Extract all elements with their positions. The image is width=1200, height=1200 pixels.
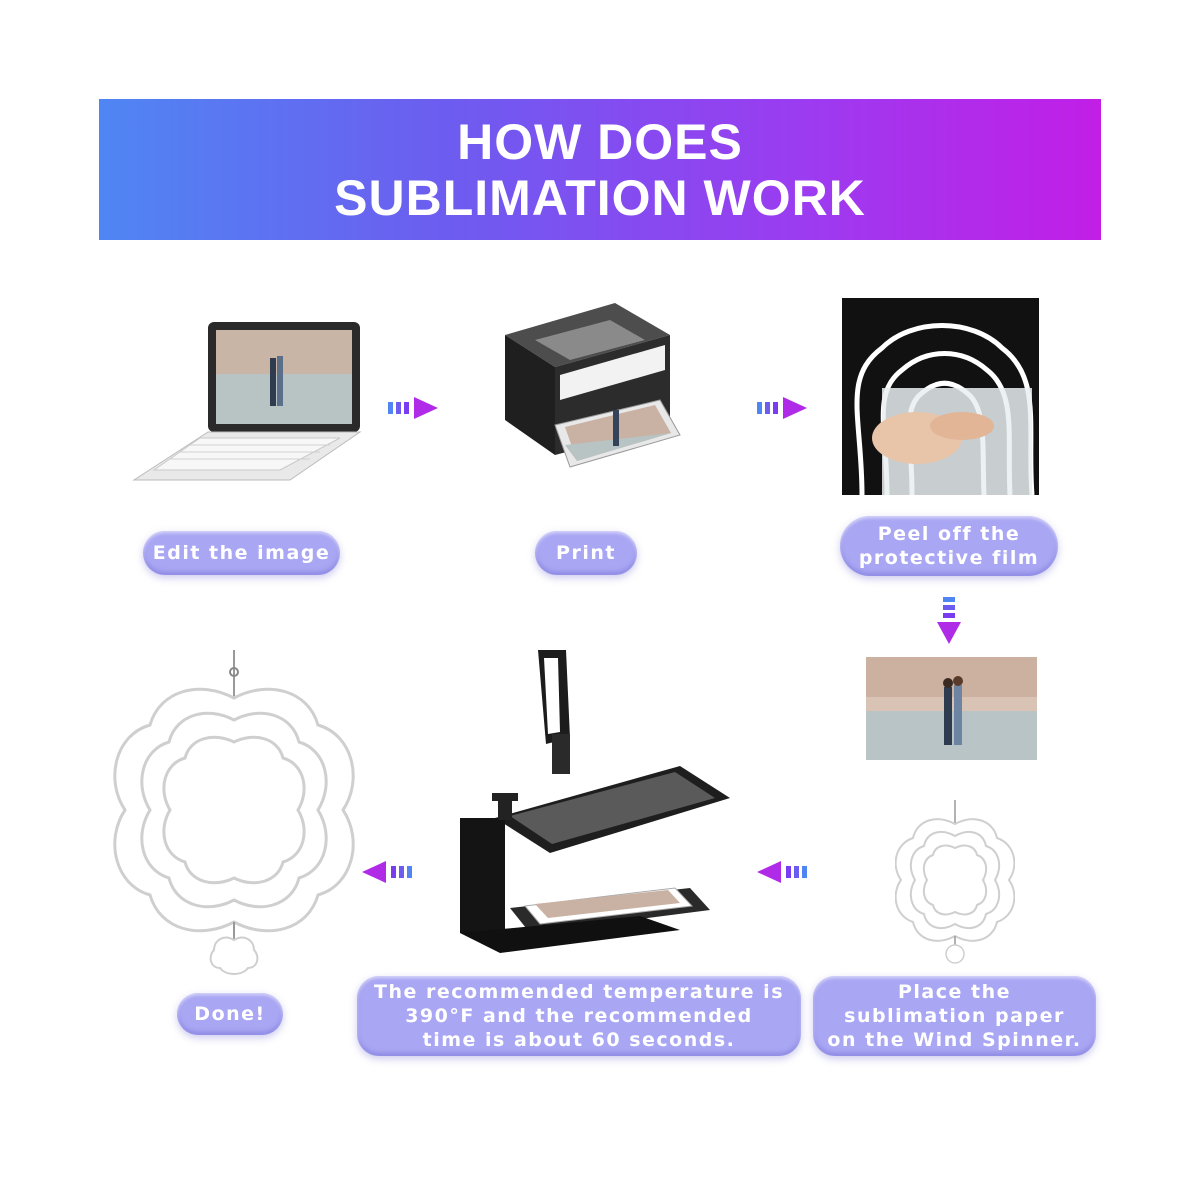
- step-press-text-2: 390°F and the recommended: [405, 1005, 753, 1027]
- wind-spinner-blank: [895, 800, 1015, 964]
- step-peel-text-1: Peel off the: [877, 523, 1021, 545]
- step-place-text-3: on the Wind Spinner.: [827, 1029, 1082, 1051]
- heat-press-illustration: [460, 650, 730, 953]
- step-place-text-1: Place the: [897, 981, 1012, 1003]
- peel-film-photo: [842, 298, 1039, 495]
- beach-photo: [866, 657, 1037, 760]
- step-done-label: Done!: [177, 993, 283, 1035]
- step-heat-press-label: The recommended temperature is 390°F and…: [357, 976, 801, 1056]
- arrow-down-icon: [937, 597, 961, 644]
- arrow-left-icon: [362, 861, 412, 883]
- arrow-right-icon: [757, 397, 807, 419]
- step-peel-text-2: protective film: [858, 547, 1040, 569]
- wind-spinner-finished: [113, 650, 355, 975]
- printer-illustration: [505, 303, 681, 468]
- step-edit-image-label: Edit the image: [143, 531, 340, 575]
- step-press-text-1: The recommended temperature is: [373, 981, 785, 1003]
- title-line-1: HOW DOES: [457, 113, 743, 170]
- arrow-left-icon: [757, 861, 807, 883]
- step-print-text: Print: [556, 542, 616, 564]
- laptop-illustration: [132, 322, 362, 481]
- step-place-text-2: sublimation paper: [844, 1005, 1065, 1027]
- title-line-2: SUBLIMATION WORK: [334, 169, 866, 226]
- step-press-text-3: time is about 60 seconds.: [422, 1029, 736, 1051]
- step-place-paper-label: Place the sublimation paper on the Wind …: [813, 976, 1096, 1056]
- title-banner: HOW DOES SUBLIMATION WORK: [99, 99, 1101, 240]
- step-peel-film-label: Peel off the protective film: [840, 516, 1058, 576]
- step-edit-text: Edit the image: [152, 542, 331, 564]
- step-print-label: Print: [535, 531, 637, 575]
- arrow-right-icon: [388, 397, 438, 419]
- step-done-text: Done!: [194, 1003, 266, 1025]
